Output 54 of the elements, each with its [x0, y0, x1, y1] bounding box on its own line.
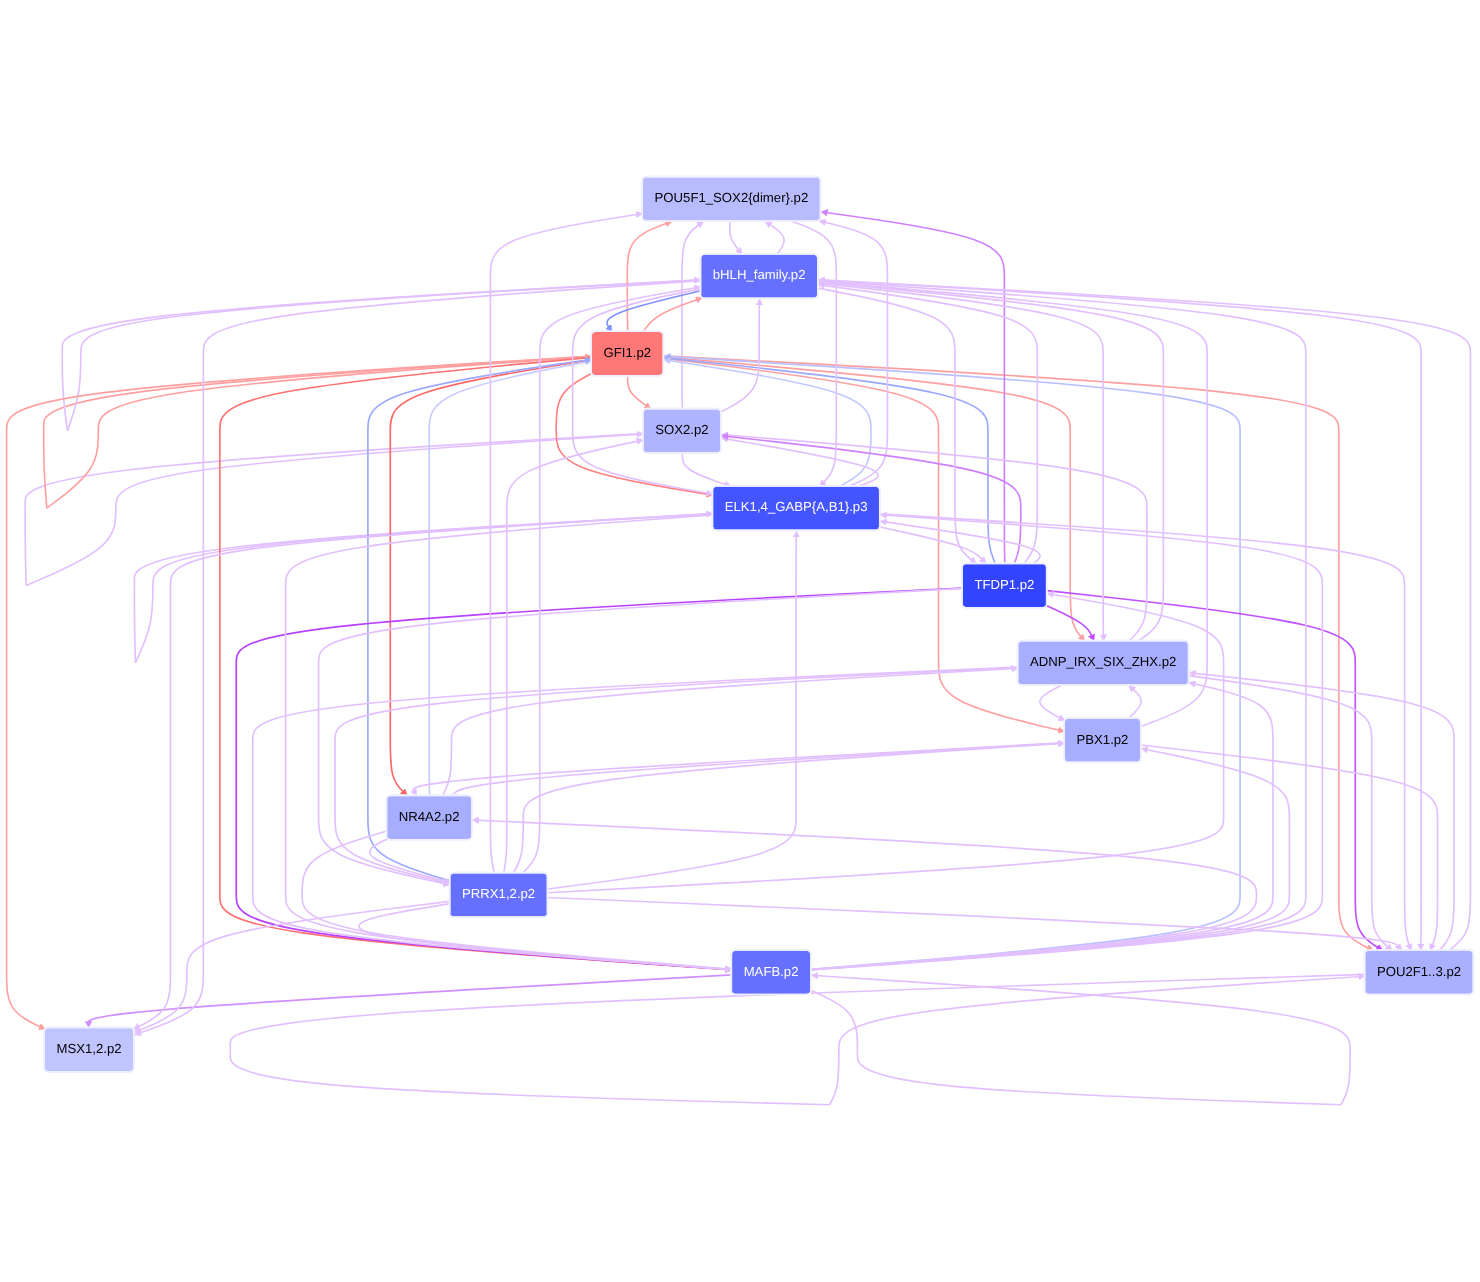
arrow: [1140, 744, 1439, 952]
arrow: [721, 435, 879, 488]
arrow: [317, 587, 964, 888]
arrow: [46, 353, 592, 510]
arrow: [547, 896, 1403, 952]
arrow: [879, 526, 987, 565]
arrow: [626, 220, 673, 333]
arrow: [235, 587, 964, 974]
arrow: [663, 357, 872, 488]
arrow: [879, 513, 1413, 952]
arrow: [1039, 684, 1066, 722]
arrow: [817, 287, 977, 565]
arrow: [441, 665, 1019, 797]
arrow: [663, 353, 1241, 971]
arrow: [428, 358, 592, 797]
arrow: [251, 666, 1019, 974]
arrow: [728, 220, 743, 255]
arrow: [721, 431, 1148, 643]
arrow: [368, 838, 451, 885]
arrow: [502, 438, 644, 875]
arrow: [1046, 590, 1384, 952]
arrow: [1188, 675, 1393, 952]
arrow: [720, 298, 763, 413]
arrow: [521, 284, 702, 875]
arrow: [605, 290, 702, 333]
arrow: [879, 518, 1041, 565]
arrow: [626, 375, 652, 410]
arrow: [547, 591, 1225, 894]
arrow: [471, 816, 1258, 971]
arrow: [301, 830, 733, 973]
arrow: [764, 221, 785, 256]
arrow: [1127, 685, 1143, 720]
arrow: [663, 355, 997, 565]
arrow: [818, 219, 889, 488]
arrow: [367, 356, 592, 882]
arrow: [721, 433, 1022, 565]
arrow: [512, 740, 1065, 875]
arrow: [681, 221, 704, 411]
arrow: [547, 530, 800, 891]
arrow: [134, 900, 451, 1034]
arrow: [134, 510, 714, 664]
arrow: [791, 220, 838, 487]
arrow: [66, 276, 702, 432]
arrow: [489, 211, 643, 875]
arrow: [25, 431, 644, 587]
arrow: [642, 296, 703, 333]
arrow: [810, 511, 1324, 971]
arrow: [1045, 605, 1095, 642]
arrow: [820, 209, 1006, 565]
arrow: [84, 974, 733, 1029]
arrow: [571, 288, 714, 497]
arrow: [1188, 670, 1455, 952]
arrow: [817, 282, 1039, 565]
arrow: [681, 452, 732, 488]
